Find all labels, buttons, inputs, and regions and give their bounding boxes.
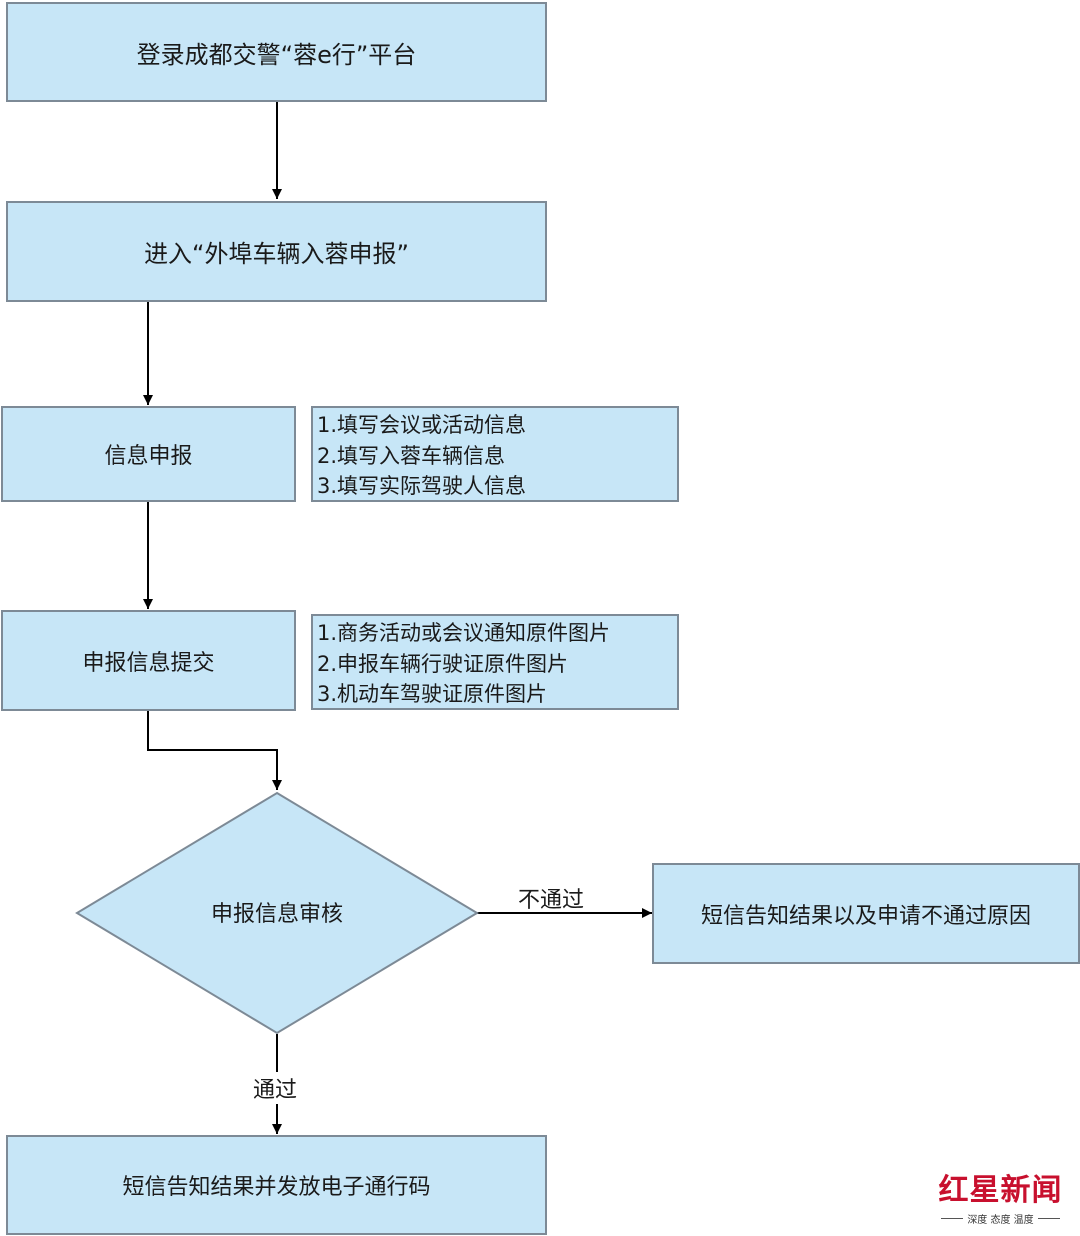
info-declare-note-2: 2.填写入蓉车辆信息 xyxy=(317,443,506,468)
step-info-declare-box: 信息申报 xyxy=(1,406,296,502)
step-approved-result-box: 短信告知结果并发放电子通行码 xyxy=(6,1135,547,1235)
step-review-decision: 申报信息审核 xyxy=(77,790,477,1034)
brand-tagline: 深度 态度 温度 xyxy=(967,1215,1034,1226)
submit-notes-box: 1.商务活动或会议通知原件图片 2.申报车辆行驶证原件图片 3.机动车驾驶证原件… xyxy=(311,614,679,710)
step-enter-label: 进入“外埠车辆入蓉申报” xyxy=(144,240,409,268)
brand-watermark: 红星新闻 深度 态度 温度 xyxy=(933,1173,1068,1226)
submit-note-1: 1.商务活动或会议通知原件图片 xyxy=(317,621,611,645)
step-submit-label: 申报信息提交 xyxy=(82,650,215,676)
submit-note-2: 2.申报车辆行驶证原件图片 xyxy=(317,651,569,676)
step-enter-box: 进入“外埠车辆入蓉申报” xyxy=(6,201,547,302)
tagline-rule-right xyxy=(1037,1218,1060,1219)
review-diamond-shape xyxy=(75,791,479,1035)
info-declare-note-3: 3.填写实际驾驶人信息 xyxy=(317,474,527,498)
edge-label-pass: 通过 xyxy=(253,1072,298,1104)
brand-logo-text: 红星新闻 xyxy=(938,1173,1063,1208)
step-info-declare-label: 信息申报 xyxy=(104,444,193,469)
brand-tagline-row: 深度 态度 温度 xyxy=(933,1211,1068,1226)
step-rejected-result-label: 短信告知结果以及申请不通过原因 xyxy=(700,903,1031,929)
submit-note-3: 3.机动车驾驶证原件图片 xyxy=(317,682,548,706)
step-login-label: 登录成都交警“蓉e行”平台 xyxy=(136,40,417,69)
step-approved-result-label: 短信告知结果并发放电子通行码 xyxy=(122,1175,431,1200)
info-declare-note-1: 1.填写会议或活动信息 xyxy=(317,413,527,437)
arrow-submit-to-review xyxy=(147,711,282,790)
step-submit-box: 申报信息提交 xyxy=(1,610,296,711)
step-rejected-result-box: 短信告知结果以及申请不通过原因 xyxy=(652,863,1080,964)
step-login-box: 登录成都交警“蓉e行”平台 xyxy=(6,2,547,102)
info-declare-notes-box: 1.填写会议或活动信息 2.填写入蓉车辆信息 3.填写实际驾驶人信息 xyxy=(311,406,679,502)
edge-label-fail: 不通过 xyxy=(518,888,585,913)
step-review-label: 申报信息审核 xyxy=(210,902,343,927)
tagline-rule-left xyxy=(941,1218,964,1219)
